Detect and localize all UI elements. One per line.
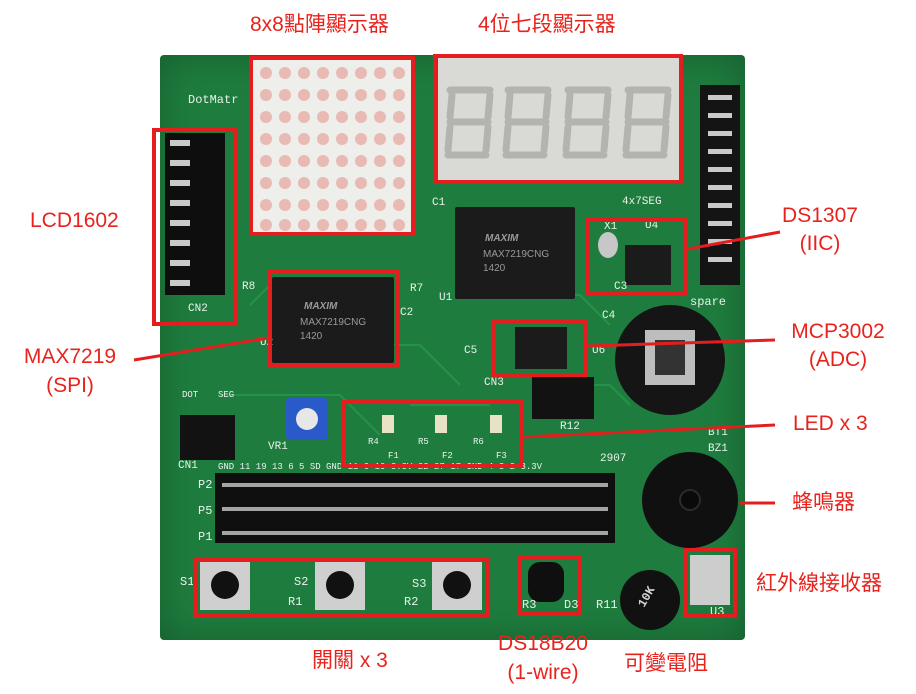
label-dot-matrix: 8x8點陣顯示器 [250,13,389,36]
silk-led-label: F1 [388,451,399,461]
silk-p1: P1 [198,530,213,544]
silk-spare: spare [690,295,727,309]
silk-r7: R7 [410,283,424,295]
label-ds18b20-line2: (1-wire) [507,661,579,684]
silk-x1: X1 [604,221,618,233]
silk-cn2: CN2 [188,303,208,315]
max7219-chip-u2: MAXIM MAX7219CNG 1420 [272,277,394,363]
label-max7219-line1: MAX7219 [23,345,117,368]
silk-p5: P5 [198,504,213,518]
label-mcp3002-line2: (ADC) [808,348,868,371]
chip-code: 1420 [483,263,506,274]
silk-r8: R8 [242,281,256,293]
silk-c5: C5 [464,345,478,357]
chip-brand: MAXIM [304,301,338,312]
label-led: LED x 3 [793,412,868,435]
pcb-board: MAXIM MAX7219CNG 1420 MAXIM MAX7219CNG 1… [160,55,745,640]
ds1307-highlight [585,218,688,296]
label-potentiometer: 可變電阻 [624,652,708,675]
silk-led-label: F3 [496,451,507,461]
label-ds1307-line2: (IIC) [799,232,841,255]
label-ds18b20-line1: DS18B20 [498,632,588,655]
label-switches: 開關 x 3 [312,649,388,672]
label-lcd: LCD1602 [30,209,119,232]
silk-r3: R3 [522,598,537,612]
silk-led-label: R5 [418,437,429,447]
label-seven-seg: 4位七段顯示器 [478,13,616,36]
silk-dotmatrix: DotMatr [188,93,239,107]
chip-part: MAX7219CNG [483,249,550,260]
silk-seg: 4x7SEG [622,196,662,208]
mcp3002-highlight [492,320,588,377]
lcd-header-highlight [152,128,238,326]
max7219-chip-u1: MAXIM MAX7219CNG 1420 [455,207,575,299]
led-highlight [341,400,523,468]
silk-u6: U6 [592,345,606,357]
max7219-highlight [268,270,399,367]
silk-cn3: CN3 [484,377,504,389]
silk-p2: P2 [198,478,213,492]
chip-brand: MAXIM [485,233,519,244]
label-mcp3002-line1: MCP3002 [791,320,885,343]
ir-receiver-highlight [683,548,737,618]
dot-matrix-highlight [249,56,415,236]
switches-highlight [193,558,490,618]
silk-led-label: R4 [368,437,379,447]
silk-year: 2907 [600,453,627,465]
label-buzzer: 蜂鳴器 [792,491,855,514]
label-ds1307-line1: DS1307 [782,204,858,227]
silk-u1: U1 [439,292,453,304]
pcb-artwork [165,58,740,630]
label-ir-receiver: 紅外線接收器 [756,572,882,595]
silk-u4: U4 [645,220,659,232]
silk-dot: DOT [182,390,199,400]
silk-s2: S2 [294,575,309,589]
silk-led-label: R6 [473,437,484,447]
silk-led-label: F2 [442,451,453,461]
seven-seg-highlight [433,54,683,184]
silk-bz1: BZ1 [708,443,728,455]
silk-vr1: VR1 [268,441,288,453]
label-max7219-line2: (SPI) [46,374,94,397]
silk-r2: R2 [404,595,419,609]
chip-part: MAX7219CNG [300,317,367,328]
silk-s1: S1 [180,575,195,589]
silk-c4: C4 [602,310,616,322]
silk-r12: R12 [560,421,580,433]
silk-bt1: BT1 [708,427,728,439]
silk-c2: C2 [400,307,414,319]
silk-r11: R11 [596,598,618,612]
silk-s3: S3 [412,577,427,591]
silk-d3: D3 [564,598,579,612]
silk-r1: R1 [288,595,303,609]
ds18b20-highlight [518,556,582,616]
silk-c1: C1 [432,197,446,209]
chip-code: 1420 [300,331,323,342]
silk-c3: C3 [614,281,628,293]
silk-seg-small: SEG [218,390,235,400]
silk-cn1: CN1 [178,460,198,472]
